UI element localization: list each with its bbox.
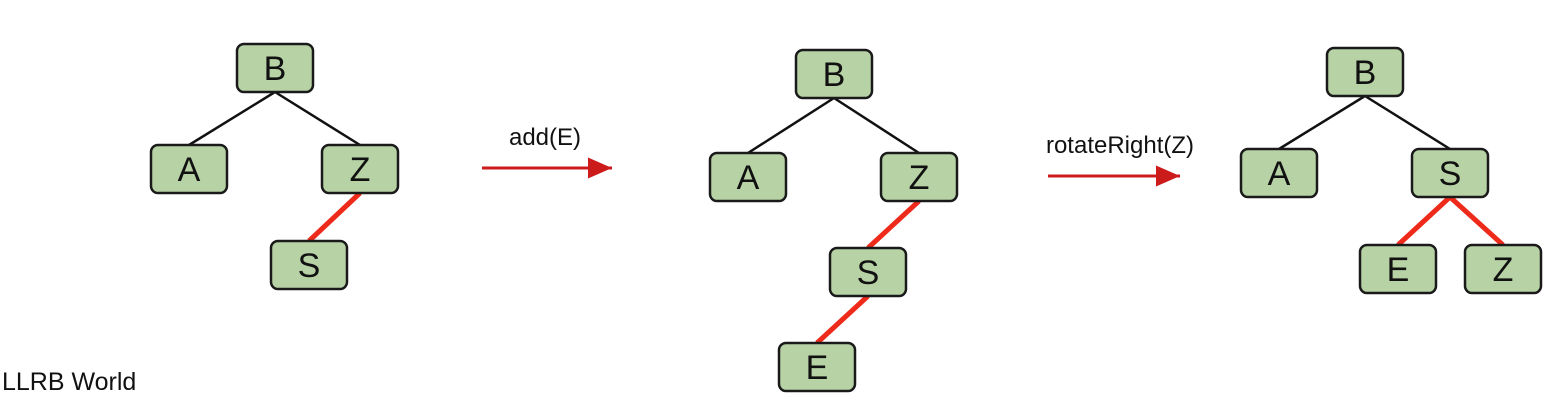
nodes-layer: B A Z S B A Z S E B A S E Z: [149, 42, 1543, 393]
tree2-node-z: Z: [879, 151, 959, 203]
tree3-node-z: Z: [1463, 243, 1543, 295]
node-label: E: [1387, 251, 1410, 289]
tree3-edge-b-s-black: [1364, 94, 1451, 151]
tree2-edge-z-s-red: [866, 199, 921, 250]
tree3-node-s: S: [1410, 147, 1490, 199]
operations-layer: add(E) rotateRight(Z): [482, 124, 1194, 187]
node-label: B: [264, 50, 287, 88]
node-label: Z: [909, 159, 930, 197]
node-box: [269, 239, 349, 291]
tree2-node-b: B: [794, 48, 874, 100]
node-label: A: [178, 151, 201, 189]
tree2-edge-b-a-black: [747, 96, 835, 155]
operation-label: rotateRight(Z): [1046, 132, 1194, 159]
caption: LLRB World: [2, 368, 137, 396]
tree3-node-e: E: [1358, 243, 1438, 295]
tree1-node-s: S: [269, 239, 349, 291]
tree1-edge-b-z-black: [274, 90, 361, 147]
tree2-edge-b-z-black: [833, 96, 920, 155]
tree3-node-b: B: [1325, 46, 1405, 98]
node-box: [708, 151, 788, 203]
operation-label: add(E): [509, 124, 581, 151]
operation-1: add(E): [482, 124, 612, 179]
tree1-node-a: A: [149, 143, 229, 195]
node-box: [320, 143, 400, 195]
node-box: [828, 246, 908, 298]
node-label: A: [1268, 155, 1291, 193]
node-label: A: [737, 159, 760, 197]
node-box: [149, 143, 229, 195]
node-label: B: [823, 56, 846, 94]
node-label: S: [1439, 155, 1462, 193]
tree2-edge-s-e-red: [815, 294, 870, 345]
tree1-node-b: B: [235, 42, 315, 94]
node-label: S: [857, 254, 880, 292]
node-box: [1410, 147, 1490, 199]
node-label: B: [1354, 54, 1377, 92]
node-label: E: [806, 349, 829, 387]
tree3-edge-s-z-red: [1448, 195, 1505, 247]
tree1-edge-b-a-black: [188, 90, 276, 147]
node-box: [1325, 46, 1405, 98]
tree3-edge-s-e-red: [1396, 195, 1452, 247]
tree1-node-z: Z: [320, 143, 400, 195]
edges-layer: [188, 90, 1505, 345]
operation-2: rotateRight(Z): [1046, 132, 1194, 187]
tree2-node-s: S: [828, 246, 908, 298]
tree3-edge-b-a-black: [1278, 94, 1366, 151]
tree1-edge-z-s-red: [307, 191, 362, 243]
node-box: [1239, 147, 1319, 199]
tree2-node-e: E: [777, 341, 857, 393]
node-box: [879, 151, 959, 203]
tree3-node-a: A: [1239, 147, 1319, 199]
node-box: [1358, 243, 1438, 295]
node-box: [794, 48, 874, 100]
tree2-node-a: A: [708, 151, 788, 203]
node-label: Z: [1493, 251, 1514, 289]
node-box: [777, 341, 857, 393]
node-label: S: [298, 247, 321, 285]
node-label: Z: [350, 151, 371, 189]
node-box: [1463, 243, 1543, 295]
node-box: [235, 42, 315, 94]
